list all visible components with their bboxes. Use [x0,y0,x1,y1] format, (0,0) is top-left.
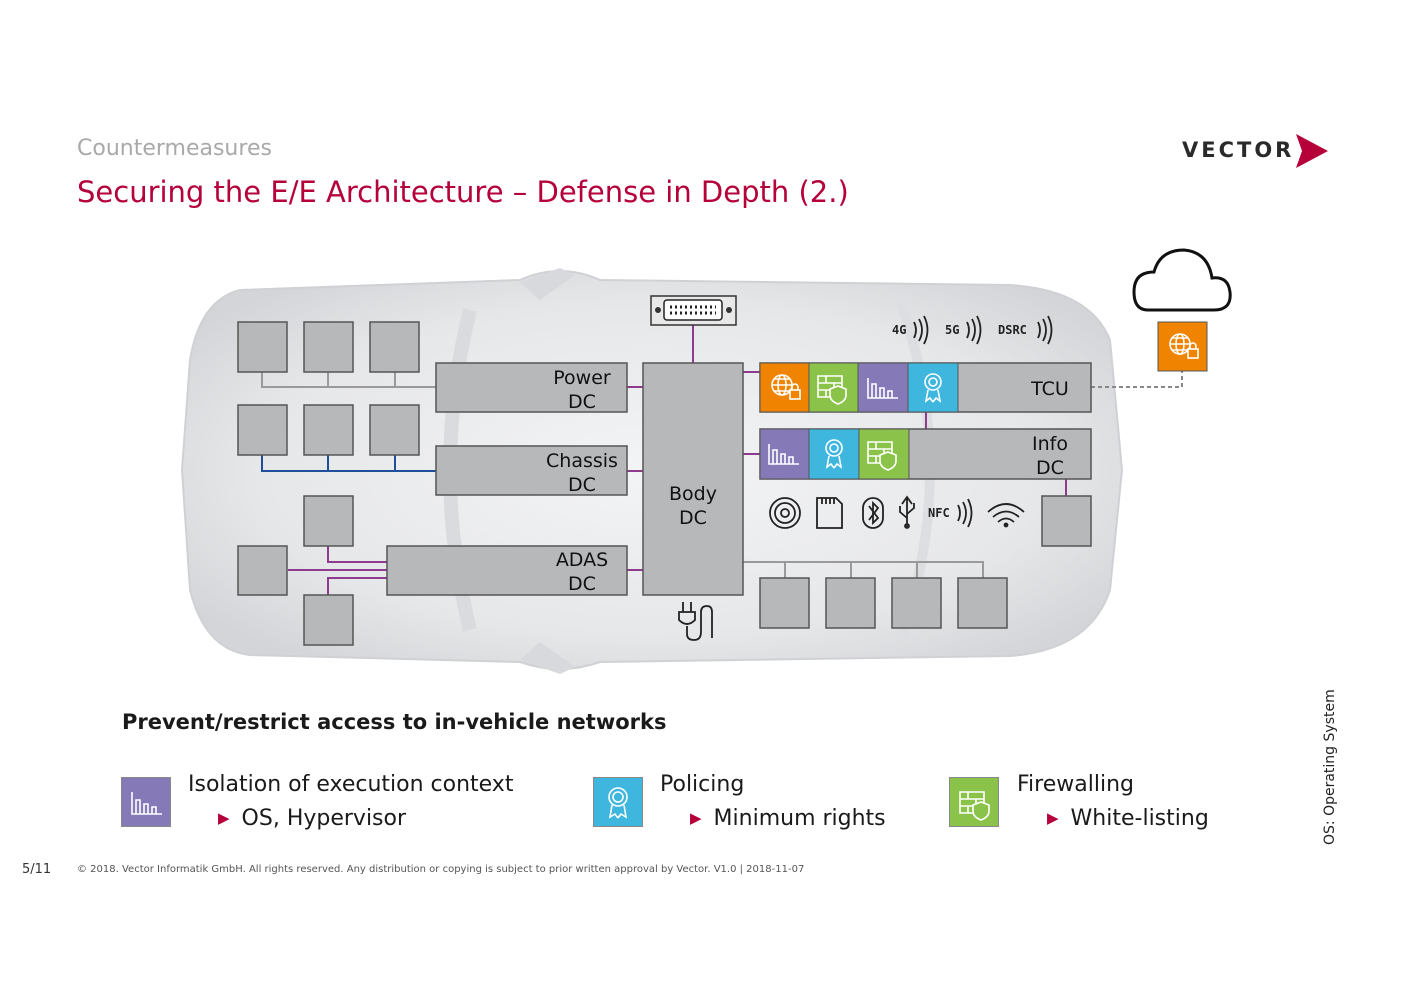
ecu-box [237,321,288,373]
nfc-waves [957,498,973,528]
ecu-box [303,495,354,547]
cloud-icon [1132,248,1232,312]
charging-plug-icon [678,602,713,641]
legend-policing-icon [593,777,643,827]
ecu-box [891,577,942,629]
side-note-text: OS: Operating System [1322,689,1338,845]
obd-connector-icon [650,295,737,326]
legend-isolation-item: ▶OS, Hypervisor [218,806,407,831]
logo-chevron-icon [1296,134,1328,168]
legend-policing-item-text: Minimum rights [713,806,886,831]
legend-policing-title: Policing [660,772,745,797]
power-dc-label: Power DC [540,366,624,414]
ecu-box [825,577,876,629]
wifi-icon [987,503,1025,528]
wireless-4g-label: 4G [892,323,907,337]
ecu-box [1041,495,1092,547]
power-dc-label-line2: DC [568,391,596,413]
wireless-5g-waves [966,315,982,345]
info-dc-label-line2: DC [1036,457,1064,479]
ecu-box [303,321,354,373]
adas-dc-label: ADAS DC [540,548,624,596]
ecu-box [303,404,354,456]
adas-dc-box [386,545,628,596]
legend-isolation-title: Isolation of execution context [188,772,514,797]
bus-lines [261,325,1183,595]
chassis-dc-label-line2: DC [568,474,596,496]
vector-logo: VECTOR [1182,132,1332,172]
copyright-footer: © 2018. Vector Informatik GmbH. All righ… [77,864,805,875]
legend-firewall-title: Firewalling [1017,772,1134,797]
logo-text: VECTOR [1182,138,1295,162]
legend-firewall-icon [949,777,999,827]
legend-firewall-item-text: White-listing [1070,806,1209,831]
usb-icon [899,495,915,529]
ecu-boxes [237,321,1092,646]
nfc-label: NFC [928,506,950,520]
slide-title: Securing the E/E Architecture – Defense … [77,175,849,209]
chassis-dc-label-line1: Chassis [546,450,618,472]
info-dc-label-line1: Info [1032,433,1068,455]
info-dc-label: Info DC [1010,432,1090,480]
ecu-box [759,577,810,629]
ecu-box [369,321,420,373]
ecu-box [237,545,288,596]
body-dc-label-line1: Body [669,483,717,505]
section-subtitle: Countermeasures [77,136,272,161]
ecu-box [303,594,354,646]
internet-lock-icon [1157,321,1208,372]
bluetooth-icon [862,497,884,529]
policing-icon [808,428,860,480]
adas-dc-label-line2: DC [568,573,596,595]
legend-firewall-item: ▶White-listing [1047,806,1209,831]
ecu-box [369,404,420,456]
legend-isolation-item-text: OS, Hypervisor [241,806,407,831]
adas-dc-label-line1: ADAS [555,549,609,571]
legend-isolation-icon [121,777,171,827]
policing-icon [907,362,959,413]
chassis-dc-label: Chassis DC [540,449,624,497]
body-dc-box [642,362,744,596]
wireless-4g-waves [913,315,929,345]
body-dc-label-line2: DC [679,507,707,529]
wireless-dsrc-waves [1037,315,1053,345]
body-dc-label: Body DC [643,482,743,530]
ecu-box [957,577,1008,629]
wireless-dsrc-label: DSRC [998,323,1027,337]
legend-policing-item: ▶Minimum rights [690,806,886,831]
power-dc-box [435,362,628,413]
tcu-label: TCU [1031,378,1069,400]
page-number: 5/11 [22,862,52,877]
wireless-5g-label: 5G [945,323,960,337]
headline: Prevent/restrict access to in-vehicle ne… [122,710,667,734]
chassis-dc-box [435,445,628,496]
cd-icon [769,497,801,529]
internet-lock-icon [759,362,810,413]
sd-card-icon [816,497,843,529]
ecu-box [237,404,288,456]
power-dc-label-line1: Power [553,367,611,389]
